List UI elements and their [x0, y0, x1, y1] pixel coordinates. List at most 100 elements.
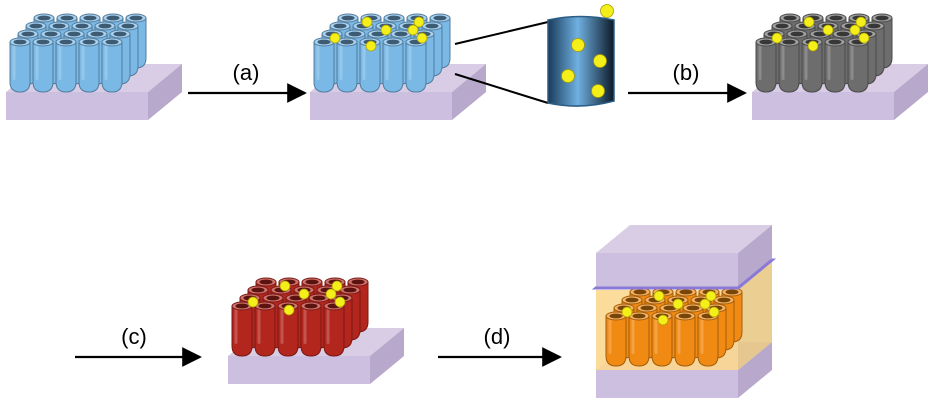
nanoparticle [705, 290, 717, 302]
nanoparticle [334, 296, 346, 308]
nanotube-opening [790, 31, 804, 37]
nanoparticle [413, 16, 425, 28]
nanotube-highlight [104, 44, 108, 80]
nanotube-highlight [408, 44, 412, 80]
stage-particle-loaded-nanotubes [310, 13, 486, 120]
nanotube-opening [44, 31, 58, 37]
nanoparticle [365, 40, 377, 52]
nanotube-highlight [804, 44, 808, 80]
nanotube-opening [663, 305, 677, 311]
nanotube-opening [90, 31, 104, 37]
nanoparticle [657, 314, 669, 326]
nanotube-opening [783, 15, 797, 21]
nanotube-opening [351, 279, 365, 285]
nanotube-opening [386, 39, 400, 45]
nanotube-opening [289, 295, 303, 301]
nanoparticle [279, 280, 291, 292]
nanotube-opening [105, 39, 119, 45]
stage-annealed-nanotubes [752, 13, 928, 120]
substrate-side-face [894, 64, 928, 120]
substrate-side-face [370, 328, 404, 384]
nanotube-opening [312, 295, 326, 301]
nanotube-opening [632, 313, 646, 319]
nanotube-opening [425, 23, 439, 29]
nanotube-opening [258, 303, 272, 309]
nanotube-opening [782, 39, 796, 45]
substrate-front-face [596, 370, 738, 398]
nanotube-opening [83, 15, 97, 21]
zoom-line-top [454, 21, 549, 45]
nanotube-highlight [654, 318, 658, 354]
nanoparticle [331, 280, 343, 292]
nanotube-opening [75, 23, 89, 29]
nanotube-highlight [35, 44, 39, 80]
inset-tube-wall [547, 15, 615, 107]
step-label-d: (d) [484, 324, 511, 349]
nanotube-opening [36, 39, 50, 45]
nanoparticle [822, 24, 834, 36]
inset-nanoparticle [591, 84, 605, 98]
substrate-side-face [148, 64, 182, 120]
nanotube-highlight [257, 308, 261, 344]
substrate-front-face [310, 92, 452, 120]
step-d: (d) [438, 324, 562, 367]
stage-assembled-cell [591, 225, 777, 398]
nanotube-opening [98, 23, 112, 29]
nanotube-opening [686, 305, 700, 311]
nanotube-opening [433, 15, 447, 21]
nanotube-opening [875, 15, 889, 21]
zoom-line-bottom [454, 73, 549, 104]
nanotube-highlight [631, 318, 635, 354]
step-label-b: (b) [673, 60, 700, 85]
nanoparticle [849, 24, 861, 36]
step-label-a: (a) [233, 60, 260, 85]
nanotube-opening [678, 313, 692, 319]
top-electrode-top-face [596, 225, 772, 253]
nanotube-opening [725, 289, 739, 295]
nanotube-opening [259, 279, 273, 285]
nanoparticle [247, 296, 259, 308]
electrolyte-side [738, 262, 772, 370]
zoom-inset-tube-wall [454, 4, 615, 107]
nanotube-opening [759, 39, 773, 45]
nanoparticle [361, 16, 373, 28]
stage-sensitized-nanotubes [228, 277, 404, 384]
nanoparticle [298, 288, 310, 300]
nanotube-highlight [339, 44, 343, 80]
nanotube-opening [59, 39, 73, 45]
inset-nanoparticle [561, 69, 575, 83]
nanotube-opening [775, 23, 789, 29]
nanoparticle [855, 16, 867, 28]
nanotube-highlight [316, 44, 320, 80]
nanotube-highlight [81, 44, 85, 80]
substrate-side-face [452, 64, 486, 120]
nanotube-opening [60, 15, 74, 21]
nanotube-opening [633, 289, 647, 295]
nanotube-opening [67, 31, 81, 37]
nanotube-opening [317, 39, 331, 45]
nanotube-opening [387, 15, 401, 21]
nanotube-highlight [303, 308, 307, 344]
nanoparticle [699, 298, 711, 310]
nanotube-highlight [12, 44, 16, 80]
nanoparticle [283, 304, 295, 316]
nanotube-opening [251, 287, 265, 293]
nanotube-highlight [850, 44, 854, 80]
nanotube-opening [21, 31, 35, 37]
nanotube-opening [113, 31, 127, 37]
nanotube-opening [121, 23, 135, 29]
nanotube-opening [640, 305, 654, 311]
nanoparticle [380, 24, 392, 36]
nanotube-opening [828, 39, 842, 45]
nanotube-opening [609, 313, 623, 319]
nanotube-opening [129, 15, 143, 21]
nanotube-opening [106, 15, 120, 21]
nanotube-opening [37, 15, 51, 21]
nanotube-opening [305, 279, 319, 285]
nanotube-opening [343, 287, 357, 293]
nanotube-opening [82, 39, 96, 45]
nanotube-highlight [827, 44, 831, 80]
substrate-front-face [228, 356, 370, 384]
nanotube-opening [371, 31, 385, 37]
